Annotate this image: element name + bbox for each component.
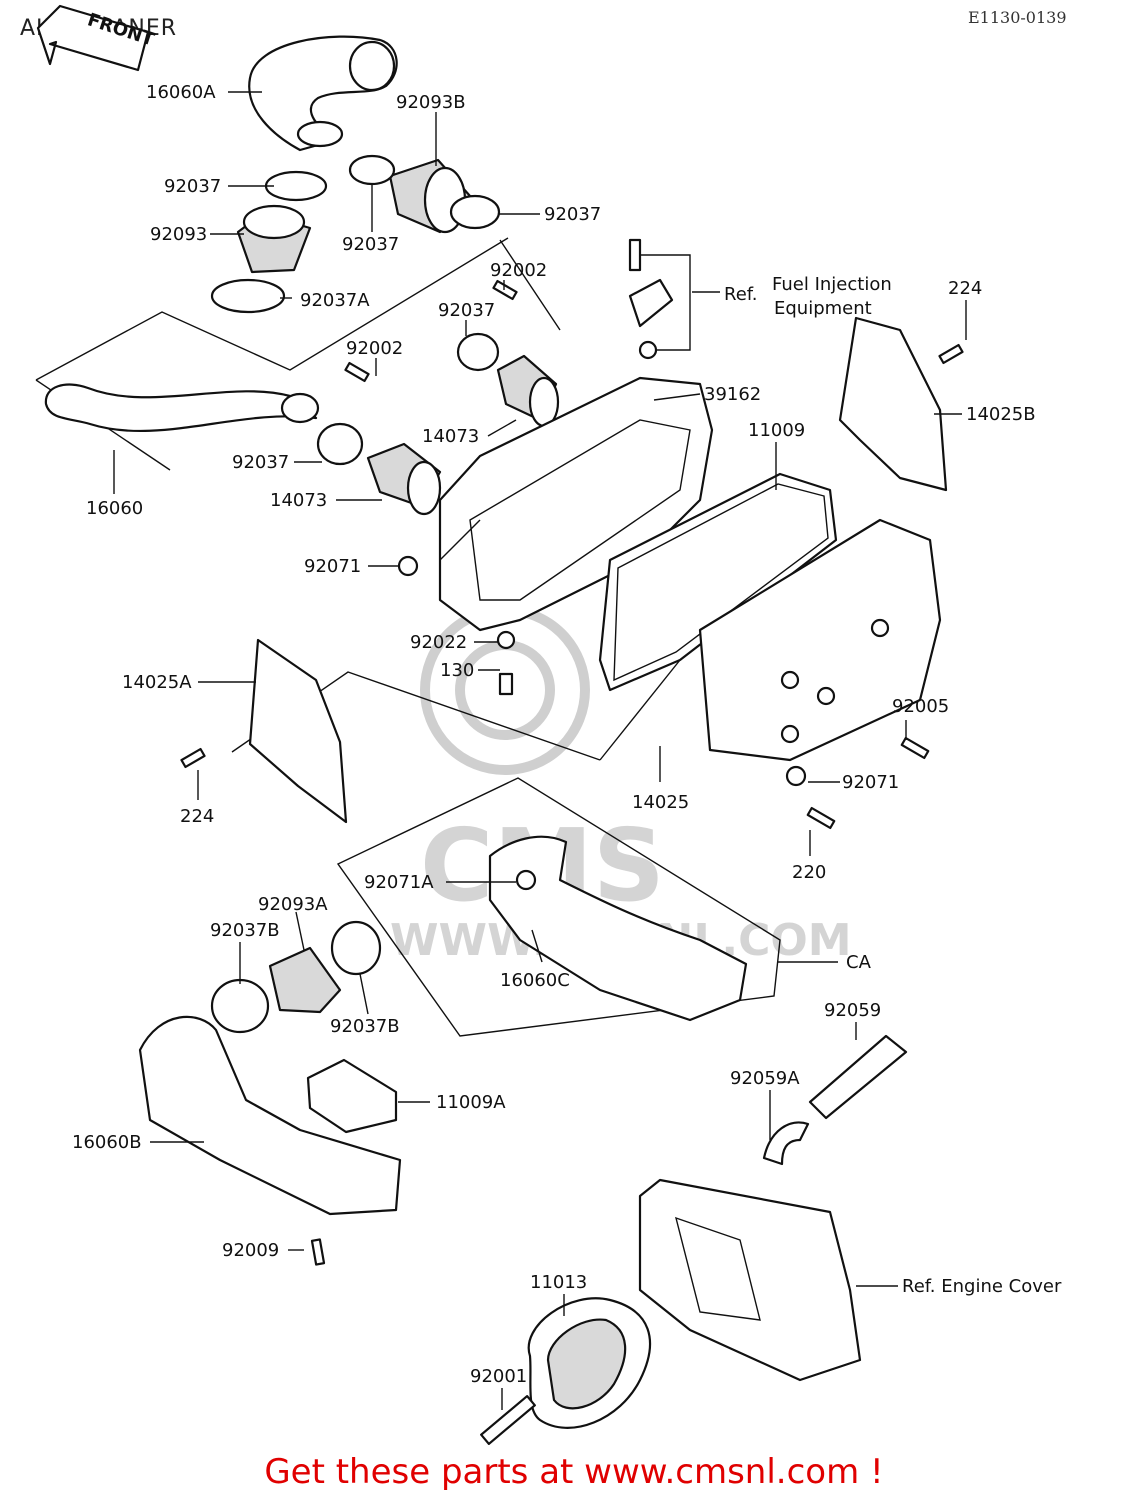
label-16060C: 16060C	[500, 970, 570, 991]
assembly-CA	[336, 777, 781, 1037]
label-14025B: 14025B	[966, 404, 1036, 425]
label-92009: 92009	[222, 1240, 279, 1261]
label-ref: Ref.	[724, 284, 758, 305]
cover-14025B	[838, 316, 948, 492]
boot-92093	[210, 170, 328, 314]
label-11009A: 11009A	[436, 1092, 506, 1113]
filter-11009A	[306, 1058, 398, 1134]
bolts	[180, 279, 964, 1445]
part-labels: 16060A 92093B 92037 92037 92037 92093 92…	[72, 82, 1036, 1387]
funnel-14073-upper	[456, 332, 560, 428]
label-92002-a: 92002	[490, 260, 547, 281]
duct-16060	[44, 383, 320, 433]
label-14025A: 14025A	[122, 672, 192, 693]
label-fuel-injection-line2: Equipment	[774, 298, 872, 319]
reference-labels: Ref. Fuel Injection Equipment Ref. Engin…	[724, 274, 1062, 1297]
label-92037-a: 92037	[164, 176, 221, 197]
label-92037-e: 92037	[232, 452, 289, 473]
label-92059A: 92059A	[730, 1068, 800, 1089]
label-220: 220	[792, 862, 826, 883]
label-92037-d: 92037	[438, 300, 495, 321]
leader-lines	[113, 91, 967, 1410]
label-92059: 92059	[824, 1000, 881, 1021]
label-16060B: 16060B	[72, 1132, 142, 1153]
footer-link-text[interactable]: Get these parts at www.cmsnl.com !	[264, 1452, 884, 1492]
label-92037-c: 92037	[544, 204, 601, 225]
label-fuel-injection-line1: Fuel Injection	[772, 274, 892, 295]
label-92001: 92001	[470, 1366, 527, 1387]
label-92005: 92005	[892, 696, 949, 717]
duct-16060A	[248, 35, 398, 152]
engine-cover	[638, 1178, 862, 1382]
label-92022: 92022	[410, 632, 467, 653]
boot-92093B	[348, 154, 501, 234]
label-130: 130	[440, 660, 474, 681]
duct-16060B	[138, 1015, 402, 1216]
cover-14025	[698, 518, 942, 762]
label-92002-b: 92002	[346, 338, 403, 359]
label-11013: 11013	[530, 1272, 587, 1293]
label-224-a: 224	[948, 278, 982, 299]
label-14073-b: 14073	[270, 490, 327, 511]
label-92093: 92093	[150, 224, 207, 245]
label-92071-b: 92071	[842, 772, 899, 793]
label-224-b: 224	[180, 806, 214, 827]
label-CA: CA	[846, 952, 872, 973]
label-92093A: 92093A	[258, 894, 328, 915]
housing-main	[438, 376, 714, 632]
front-arrow: FRONT	[36, 4, 157, 72]
hose-92059	[762, 1034, 908, 1166]
label-11009: 11009	[748, 420, 805, 441]
diagram-code: E1130-0139	[968, 8, 1067, 27]
label-92037A: 92037A	[300, 290, 370, 311]
label-92093B: 92093B	[396, 92, 466, 113]
label-14073-a: 14073	[422, 426, 479, 447]
fuel-injection-sensor	[628, 238, 691, 360]
funnel-14073-lower	[316, 422, 442, 516]
label-92037-b: 92037	[342, 234, 399, 255]
label-engine-cover: Ref. Engine Cover	[902, 1276, 1062, 1297]
label-92071A: 92071A	[364, 872, 434, 893]
boot-92093A	[210, 920, 382, 1034]
label-16060: 16060	[86, 498, 143, 519]
label-16060A: 16060A	[146, 82, 216, 103]
cover-14025A	[248, 638, 348, 824]
label-92037B-a: 92037B	[210, 920, 280, 941]
label-92037B-b: 92037B	[330, 1016, 400, 1037]
filter-11013	[527, 1297, 652, 1429]
label-92071-a: 92071	[304, 556, 361, 577]
label-14025: 14025	[632, 792, 689, 813]
label-39162: 39162	[704, 384, 761, 405]
